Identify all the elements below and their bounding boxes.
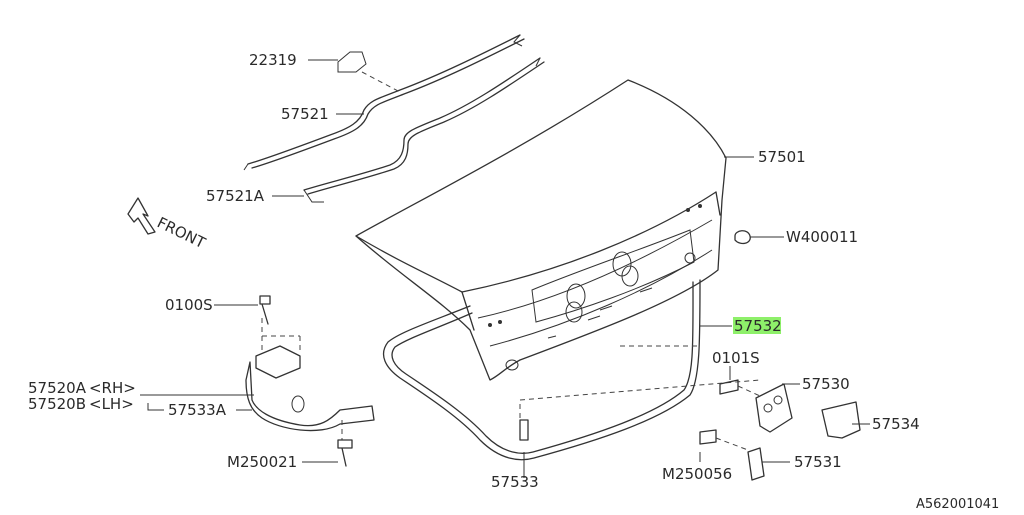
part-label-57530: 57530 xyxy=(802,375,850,393)
part-label-57520b: 57520B <LH> xyxy=(28,395,134,413)
part-label-57534: 57534 xyxy=(872,415,920,433)
part-label-w400011: W400011 xyxy=(786,228,858,246)
opener-cable-drawing xyxy=(243,34,545,203)
latch-drawing xyxy=(519,230,861,481)
part-label-57521: 57521 xyxy=(281,105,329,123)
part-label-0101s: 0101S xyxy=(712,349,760,367)
front-label: FRONT xyxy=(154,213,209,252)
part-label-m250056: M250056 xyxy=(662,465,732,483)
part-label-57520a: 57520A <RH> xyxy=(28,379,136,397)
weatherstrip-drawing xyxy=(383,279,701,461)
part-label-m250021: M250021 xyxy=(227,453,297,471)
part-label-57532[interactable]: 57532 xyxy=(734,317,782,335)
leader-lines xyxy=(140,59,870,478)
part-labels: 22319 57521 57521A 57501 W400011 57532 0… xyxy=(28,51,999,512)
part-label-57521a: 57521A xyxy=(206,187,265,205)
trunk-lid-drawing xyxy=(355,79,727,381)
part-label-22319: 22319 xyxy=(249,51,297,69)
part-label-0100s: 0100S xyxy=(165,296,213,314)
part-label-57533a: 57533A xyxy=(168,401,227,419)
part-label-57533: 57533 xyxy=(491,473,539,491)
highlight-57532 xyxy=(733,317,781,334)
part-label-57531: 57531 xyxy=(794,453,842,471)
front-direction-indicator: FRONT xyxy=(127,197,209,252)
part-label-57501: 57501 xyxy=(758,148,806,166)
diagram-id: A562001041 xyxy=(916,497,999,511)
hinge-drawing xyxy=(245,295,375,467)
